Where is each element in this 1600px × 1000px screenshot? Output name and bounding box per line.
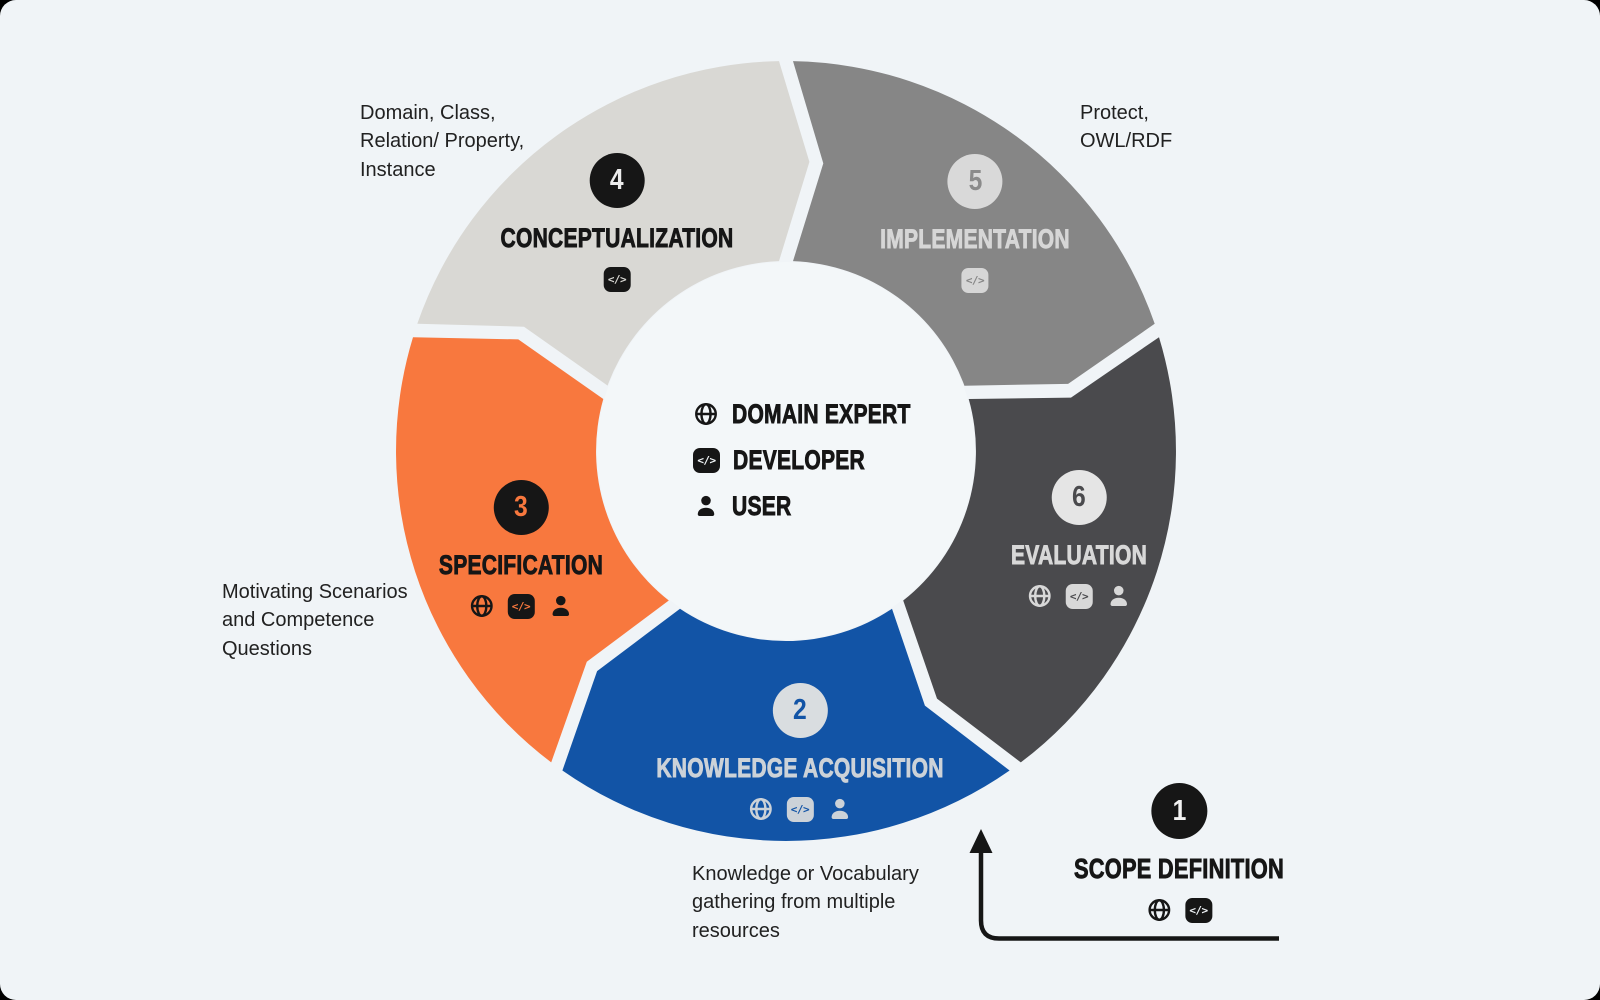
center-legend: DOMAIN EXPERT </> DEVELOPER USER (693, 391, 961, 529)
code-icon: </> (693, 447, 720, 473)
wedge-evaluation (903, 337, 1176, 763)
wedge-implementation (793, 61, 1155, 386)
wedge-specification (396, 337, 669, 763)
step-implementation: 5 IMPLEMENTATION </> (853, 154, 1096, 293)
step-title: EVALUATION (1010, 540, 1148, 571)
step-evaluation: 6 EVALUATION </> (992, 470, 1167, 609)
step-number: 6 (1072, 481, 1086, 513)
globe-icon (1028, 585, 1051, 607)
step-specification: 3 SPECIFICATION </> (416, 480, 626, 619)
annotation-implementation: Protect, OWL/RDF (1080, 102, 1173, 153)
step-number: 4 (610, 164, 624, 196)
step-knowledge-acquisition: 2 KNOWLEDGE ACQUISITION </> (616, 683, 984, 822)
code-glyph: </> (790, 802, 810, 816)
legend-label: DOMAIN EXPERT (732, 398, 911, 429)
step-title: SCOPE DEFINITION (1073, 853, 1285, 885)
step-title: IMPLEMENTATION (880, 224, 1070, 255)
step-number-badge: 5 (947, 154, 1003, 209)
code-glyph: </> (511, 599, 531, 613)
legend-row-developer: </> DEVELOPER (693, 437, 961, 483)
code-icon: </> (603, 266, 631, 292)
code-icon: </> (1185, 897, 1212, 923)
code-glyph: </> (607, 272, 627, 286)
actor-icons: </> (468, 593, 573, 619)
step-number: 5 (968, 165, 982, 197)
actor-icons: </> (747, 796, 852, 822)
annotation-specification: Motivating Scenarios and Competence Ques… (222, 581, 408, 660)
step-number: 2 (793, 694, 807, 726)
globe-icon (1148, 899, 1170, 921)
code-icon: </> (961, 267, 989, 293)
code-icon: </> (507, 593, 535, 619)
code-icon: </> (786, 796, 814, 822)
wedge-conceptualization (417, 61, 810, 386)
actor-icons: </> (1146, 897, 1212, 923)
legend-label: DEVELOPER (733, 444, 866, 475)
user-icon (1110, 585, 1127, 606)
user-icon (697, 495, 715, 516)
step-number-badge: 3 (493, 480, 549, 535)
actor-icons: </> (603, 266, 631, 292)
ring-hole (597, 262, 975, 640)
scope-arrowhead (969, 829, 993, 853)
code-icon: </> (1065, 583, 1093, 609)
globe-icon (470, 595, 493, 617)
user-icon (831, 798, 848, 819)
code-glyph: </> (697, 453, 716, 467)
legend-row-user: USER (693, 483, 961, 529)
legend-label: USER (732, 490, 792, 521)
step-number-badge: 1 (1151, 783, 1207, 839)
step-number-badge: 6 (1051, 470, 1107, 525)
step-number-badge: 4 (589, 153, 645, 208)
step-number: 3 (514, 491, 528, 523)
step-number: 1 (1172, 794, 1186, 827)
code-glyph: </> (1069, 589, 1089, 603)
annotation-knowledge-acquisition: Knowledge or Vocabulary gathering from m… (692, 863, 919, 942)
globe-icon (695, 403, 717, 425)
code-glyph: </> (1189, 903, 1208, 917)
step-number-badge: 2 (772, 683, 828, 738)
actor-icons: </> (1027, 583, 1132, 609)
globe-icon (749, 798, 772, 820)
step-title: KNOWLEDGE ACQUISITION (656, 753, 944, 784)
actor-icons: </> (961, 267, 989, 293)
legend-row-domain-expert: DOMAIN EXPERT (693, 391, 961, 437)
annotation-conceptualization: Domain, Class, Relation/ Property, Insta… (360, 102, 525, 181)
step-scope-definition: 1 SCOPE DEFINITION </> (1044, 783, 1313, 923)
scope-arrow-line (978, 846, 1279, 941)
code-glyph: </> (965, 273, 985, 287)
step-title: SPECIFICATION (438, 550, 604, 581)
step-title: CONCEPTUALIZATION (500, 223, 734, 254)
step-conceptualization: 4 CONCEPTUALIZATION </> (468, 153, 767, 292)
user-icon (552, 595, 569, 616)
